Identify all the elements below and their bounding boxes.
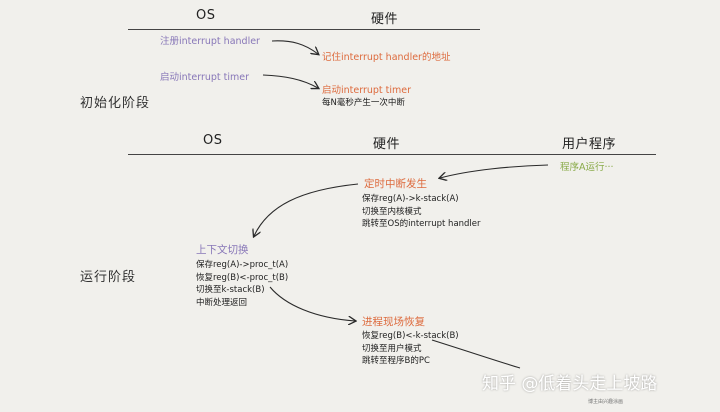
bottom-col-hw: 硬件 [373, 137, 401, 152]
timer-interrupt-title: 定时中断发生 [364, 178, 427, 190]
context-step-2: 恢复reg(B)<-proc_t(B) [196, 272, 289, 283]
top-hw-item-2: 启动interrupt timer [322, 85, 412, 96]
top-os-item-1: 注册interrupt handler [160, 36, 260, 47]
restore-steps: 恢复reg(B)<-k-stack(B) 切换至用户模式 跳转至程序B的PC [362, 330, 459, 368]
context-step-4: 中断处理返回 [196, 297, 248, 308]
signature: 博主由兴趣涂画 [588, 399, 624, 405]
restore-title: 进程现场恢复 [362, 316, 425, 328]
context-switch-steps: 保存reg(A)->proc_t(A) 恢复reg(B)<-proc_t(B) … [196, 259, 288, 309]
top-col-os: OS [196, 8, 216, 23]
top-divider [128, 29, 480, 30]
top-col-hw: 硬件 [371, 12, 399, 27]
arrow-os-to-restore [269, 286, 355, 321]
arrow-start-timer [262, 74, 318, 88]
timer-step-3: 跳转至OS的interrupt handler [362, 219, 481, 229]
top-section-label: 初始化阶段 [80, 96, 151, 111]
top-hw-item-1: 记住interrupt handler的地址 [322, 52, 451, 63]
arrow-restore-to-program [431, 339, 521, 369]
bottom-section-label: 运行阶段 [80, 270, 137, 285]
watermark: 知乎 @低着头走上坡路 [482, 374, 658, 394]
program-a-running: 程序A运行··· [560, 162, 614, 173]
restore-step-1: 恢复reg(B)<-k-stack(B) [362, 331, 459, 341]
bottom-col-program: 用户程序 [562, 137, 617, 152]
restore-step-2: 切换至用户模式 [362, 343, 422, 354]
top-os-item-2: 启动interrupt timer [160, 72, 250, 83]
context-switch-title: 上下文切换 [196, 244, 249, 256]
context-step-3: 切换至k-stack(B) [196, 285, 265, 295]
timer-step-2: 切换至内核模式 [362, 206, 422, 217]
arrow-interrupt-to-os [254, 183, 359, 236]
context-step-1: 保存reg(A)->proc_t(A) [196, 260, 289, 270]
arrow-program-to-interrupt [440, 164, 549, 178]
bottom-col-os: OS [203, 133, 223, 148]
arrow-register-handler [271, 40, 318, 54]
bottom-divider [128, 154, 656, 155]
restore-step-3: 跳转至程序B的PC [362, 356, 430, 366]
timer-step-1: 保存reg(A)->k-stack(A) [362, 194, 459, 204]
top-hw-note: 每N毫秒产生一次中断 [322, 98, 405, 108]
timer-interrupt-steps: 保存reg(A)->k-stack(A) 切换至内核模式 跳转至OS的inter… [362, 193, 481, 231]
